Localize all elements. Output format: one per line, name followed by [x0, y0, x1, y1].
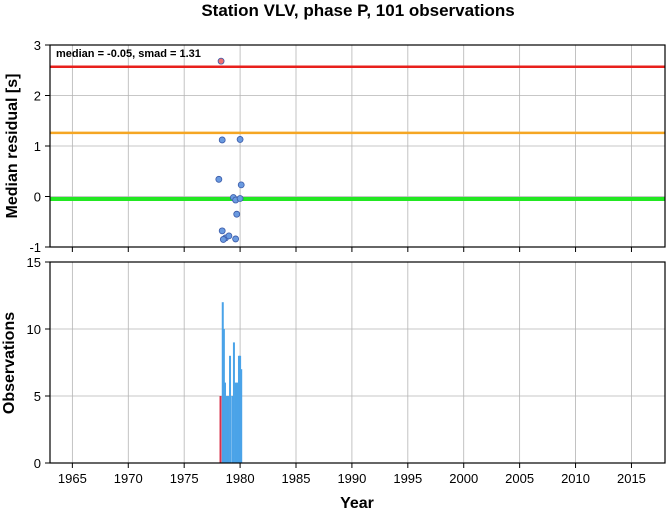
y-tick-label: 0 [34, 190, 41, 205]
x-tick-label: 1970 [114, 471, 143, 486]
y-tick-label: 3 [34, 38, 41, 53]
observation-bar [223, 382, 226, 463]
residual-point [232, 235, 240, 243]
y-tick-label: 0 [34, 456, 41, 471]
observation-bar [222, 329, 225, 463]
residual-annotation: median = -0.05, smad = 1.31 [56, 48, 201, 60]
observation-bar [225, 396, 228, 463]
observation-bar [219, 396, 222, 463]
x-tick-label: 1975 [170, 471, 199, 486]
x-tick-label: 1965 [58, 471, 87, 486]
x-axis-label: Year [340, 495, 374, 511]
residual-grid [50, 44, 665, 248]
observation-bar [234, 382, 237, 463]
residual-axis-ticks: -1 0 1 2 3 [29, 38, 632, 255]
observations-panel-frame [49, 261, 666, 464]
observation-bars [219, 302, 243, 463]
observation-bar [232, 342, 235, 463]
x-tick-label: 1990 [337, 471, 366, 486]
y-tick-label: 10 [27, 322, 41, 337]
y-tick-label: -1 [29, 240, 41, 255]
residual-point [217, 57, 225, 65]
observation-bar [227, 396, 230, 463]
y-tick-label: 15 [27, 255, 41, 270]
residual-point [215, 175, 223, 183]
observations-y-label: Observations [1, 312, 18, 414]
x-tick-label: 2000 [449, 471, 478, 486]
residual-points [215, 57, 245, 243]
residual-point [218, 227, 226, 235]
residual-y-label: Median residual [s] [4, 74, 21, 219]
y-tick-label: 5 [34, 389, 41, 404]
y-tick-label: 1 [34, 139, 41, 154]
residual-point [218, 136, 226, 144]
x-tick-label: 2015 [617, 471, 646, 486]
residual-point [233, 210, 241, 218]
observation-bar [237, 355, 240, 463]
residual-point [236, 136, 244, 143]
observations-axis-ticks: 1965 1970 1975 1980 1985 1990 1995 2000 2005 2010… [27, 255, 646, 486]
reference-lines [50, 65, 665, 202]
observation-bar [239, 355, 242, 463]
observation-bar [236, 382, 239, 463]
x-tick-label: 1980 [226, 471, 255, 486]
observation-bar [240, 369, 243, 463]
observation-bar [229, 355, 232, 463]
x-tick-label: 2010 [561, 471, 590, 486]
residual-point [225, 232, 233, 240]
residual-point [237, 181, 245, 189]
chart-title: Station VLV, phase P, 101 observations [201, 1, 514, 20]
observations-grid [50, 261, 665, 464]
residual-point [219, 236, 227, 243]
x-tick-label: 1985 [282, 471, 311, 486]
observation-bar [231, 396, 234, 463]
residual-point [236, 195, 244, 202]
x-tick-label: 1995 [393, 471, 422, 486]
x-tick-label: 2005 [505, 471, 534, 486]
observation-bar [221, 302, 224, 463]
y-tick-label: 2 [34, 89, 41, 104]
